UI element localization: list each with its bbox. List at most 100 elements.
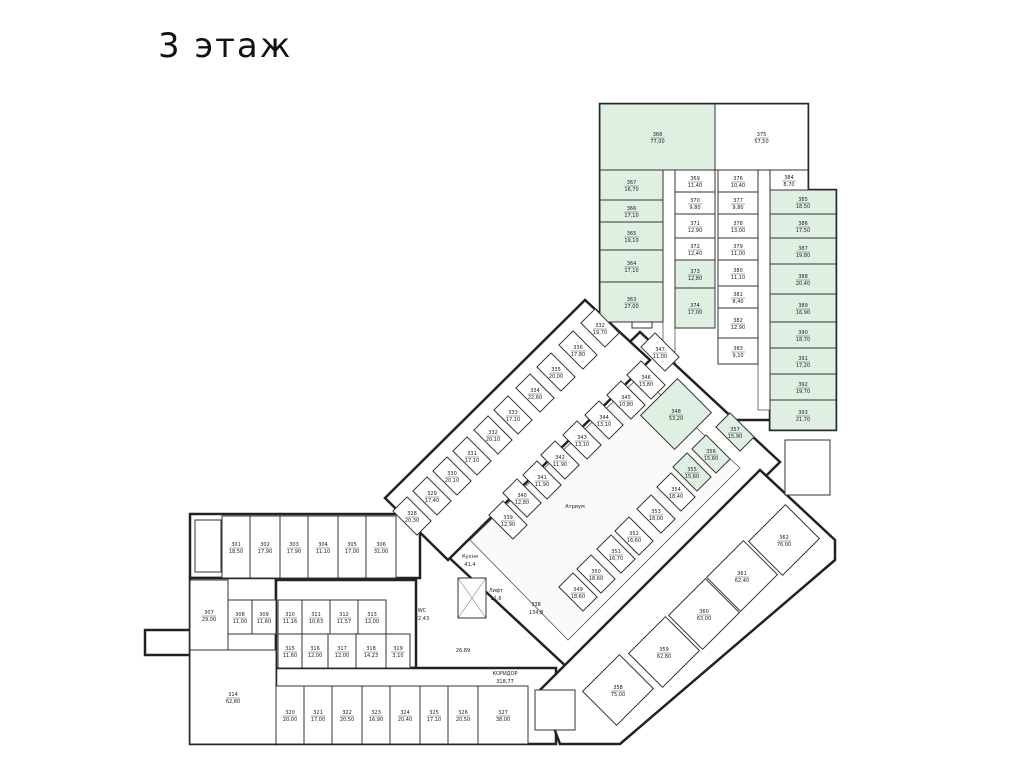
room-outline [769, 399, 837, 431]
room-area: 29,00 [202, 617, 216, 623]
room-number: 376 [733, 176, 743, 182]
room-number: 330 [447, 471, 457, 477]
room-area: 31,00 [374, 549, 388, 555]
room-number: 316 [310, 646, 320, 652]
room-outline [599, 103, 716, 171]
room-number: 356 [706, 449, 716, 455]
